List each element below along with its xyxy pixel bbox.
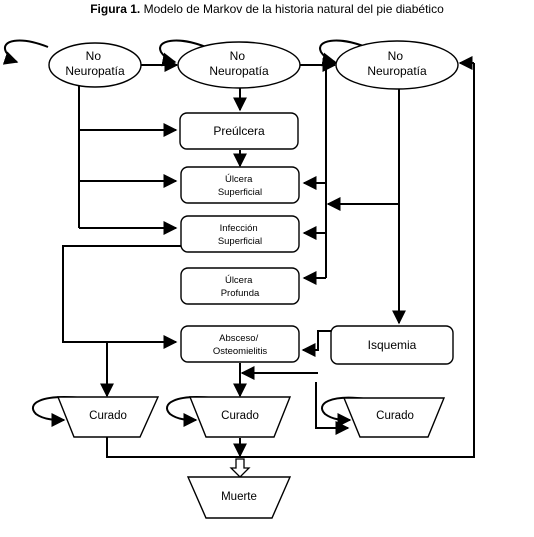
path-return-loop: [106, 63, 475, 458]
node-infeccion-superficial: [180, 215, 300, 253]
label-no-neuropatia-1: No Neuropatía: [65, 49, 125, 78]
label-curado-1: Curado: [89, 410, 127, 422]
label-curado-3: Curado: [376, 410, 414, 422]
node-ulcera-profunda: [180, 267, 300, 305]
node-preulcera: [179, 112, 299, 150]
label-isquemia: Isquemia: [368, 338, 417, 352]
trunk-right: [325, 62, 336, 278]
nodes: [48, 40, 459, 519]
label-muerte: Muerte: [221, 491, 257, 503]
self-loop-curado-2: [166, 396, 214, 427]
path-isquemia-to-absceso: [301, 330, 331, 357]
hollow-arrow-to-muerte: [229, 458, 251, 478]
node-curado-3: [342, 397, 446, 438]
label-preulcera: Preúlcera: [213, 124, 265, 138]
label-ulcera-profunda: Úlcera Profunda: [221, 275, 260, 299]
node-curado-2: [188, 396, 292, 438]
label-ulcera-superficial: Úlcera Superficial: [218, 174, 262, 198]
node-no-neuropatia-2: [177, 41, 301, 89]
connectors: [2, 39, 475, 458]
figure-label: Figura 1.: [90, 2, 141, 16]
label-no-neuropatia-2: No Neuropatía: [209, 49, 269, 78]
path-isquemia-to-curado-3: [315, 382, 350, 435]
node-muerte: [186, 476, 292, 519]
label-absceso: Absceso/ Osteomielitis: [213, 333, 268, 357]
node-no-neuropatia-3: [335, 40, 459, 90]
label-infeccion-superficial: Infección Superficial: [218, 223, 262, 247]
node-absceso: [180, 325, 300, 363]
path-infeccion-to-absceso: [62, 245, 181, 349]
self-loop-curado-1: [31, 396, 83, 427]
node-no-neuropatia-1: [48, 42, 142, 88]
node-ulcera-superficial: [180, 166, 300, 204]
label-no-neuropatia-3: No Neuropatía: [367, 49, 427, 78]
figure-caption: Modelo de Markov de la historia natural …: [143, 2, 444, 16]
self-loop-curado-3: [321, 396, 368, 427]
node-isquemia: [330, 325, 454, 365]
figure-title: Figura 1. Modelo de Markov de la histori…: [0, 2, 534, 16]
node-curado-1: [56, 396, 160, 438]
self-loop-no-neuropatia-1: [2, 39, 49, 65]
label-curado-2: Curado: [221, 410, 259, 422]
